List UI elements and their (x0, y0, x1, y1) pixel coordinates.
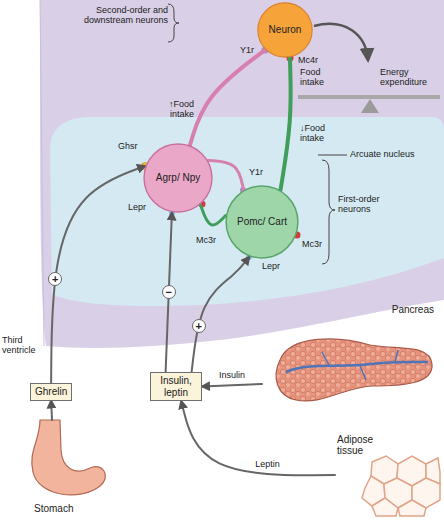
pancreatic-duct (322, 350, 398, 380)
arcuate-region (50, 117, 444, 306)
effect-label: ↓Food intake (300, 124, 340, 144)
receptors (142, 47, 301, 261)
hypothalamus-region (40, 0, 444, 348)
bracket-label: Second-order and downstream neurons (56, 6, 168, 26)
connector (190, 50, 265, 145)
scale-label: Energy expenditure (380, 68, 440, 88)
third-ventricle-edge (40, 0, 44, 346)
pancreas-organ: Pancreas (262, 300, 438, 412)
stomach-illustration (32, 420, 106, 495)
node-text: Pomc/ Cart (237, 216, 287, 228)
output-arrow (314, 24, 368, 60)
connector (192, 257, 250, 372)
scale-fulcrum (361, 99, 379, 113)
scale-beam (298, 95, 440, 99)
neuron-circle: Neuron (257, 2, 313, 58)
bracket-label: First-order neurons (338, 195, 398, 215)
hormone-box: Insulin, leptin (150, 372, 202, 401)
bracket (168, 4, 179, 42)
sign-label: + (192, 319, 206, 333)
node-text: Stomach (34, 503, 73, 514)
bracket (322, 160, 335, 264)
agrp-neuron: Agrp/ Npy (143, 143, 213, 213)
receptor-label: Mc4r (298, 56, 318, 66)
pomc-neuron: Pomc/ Cart (225, 185, 299, 259)
connector (281, 58, 291, 190)
effect-label: ↑Food intake (150, 100, 194, 120)
node-text: Ghrelin (35, 386, 67, 398)
adipose-organ: Adipose tissue (335, 432, 440, 518)
hormone-box: Ghrelin (30, 383, 72, 401)
receptor-label: Ghsr (118, 142, 138, 152)
connector (202, 384, 262, 387)
receptor-label: Lepr (262, 262, 280, 272)
connector (181, 401, 335, 475)
node-text: Agrp/ Npy (156, 172, 200, 184)
connector (200, 205, 225, 225)
stomach-organ: Stomach (12, 420, 112, 516)
hormone-label: Leptin (253, 460, 282, 470)
sign-label: − (162, 285, 176, 299)
node-text: Pancreas (392, 304, 434, 315)
circle-shape (226, 186, 298, 258)
region-label: Arcuate nucleus (350, 150, 415, 160)
circle-shape (258, 3, 312, 57)
hormone-label: Insulin (217, 371, 247, 381)
receptor-label: Mc3r (302, 240, 322, 250)
receptor-label: Lepr (128, 203, 146, 213)
connector (208, 161, 243, 190)
connector (50, 401, 53, 421)
pancreas-illustration (276, 339, 432, 401)
receptor-label: Y1r (249, 168, 263, 178)
connector (51, 166, 145, 383)
node-text: Neuron (269, 24, 302, 36)
receptor-label: Mc3r (196, 236, 216, 246)
sign-label: + (48, 272, 62, 286)
scale-label: Food intake (300, 68, 340, 88)
region-label: Third ventricle (2, 336, 44, 356)
receptor-label: Y1r (240, 46, 254, 56)
node-text: Insulin, leptin (155, 375, 197, 398)
node-text: Adipose tissue (337, 434, 385, 456)
leader-line (318, 155, 347, 156)
circle-shape (144, 144, 212, 212)
pancreatic-duct (286, 362, 428, 372)
adipose-illustration (362, 456, 440, 516)
